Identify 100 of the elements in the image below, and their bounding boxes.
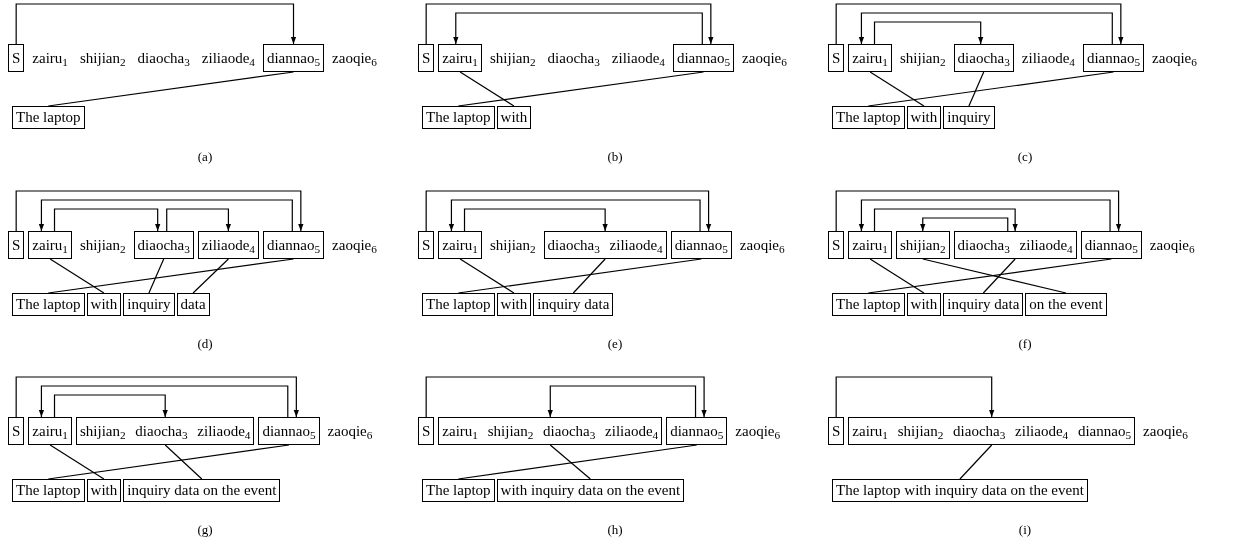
dependency-arrow bbox=[166, 208, 232, 232]
phrase-box: inquiry data bbox=[943, 293, 1024, 316]
alignment-line bbox=[922, 258, 1067, 294]
word-box: zairu$_{1}$ bbox=[438, 231, 482, 259]
word-box: diannao$_{5}$ bbox=[670, 231, 732, 259]
phrase-box: The laptop bbox=[12, 479, 85, 502]
dependency-arrow bbox=[15, 190, 304, 232]
phrase-box: data bbox=[176, 293, 210, 316]
word-box: diaocha$_{3}$ ziliaode$_{4}$ bbox=[543, 231, 667, 259]
dependency-arrow bbox=[835, 3, 1124, 45]
word-box: S bbox=[8, 44, 25, 72]
phrase-box: The laptop with inquiry data on the event bbox=[832, 479, 1088, 502]
panel-caption: (d) bbox=[196, 335, 214, 353]
phrase-box: with inquiry data on the event bbox=[496, 479, 685, 502]
word-box: zairu$_{1}$ shijian$_{2}$ diaocha$_{3}$ ziliaode$_{4}$ diannao$_{5}$ bbox=[848, 417, 1136, 445]
word-box: zairu$_{1}$ bbox=[438, 44, 482, 72]
word-box: S bbox=[828, 417, 845, 445]
word: ziliaode$_{4}$ bbox=[1020, 48, 1076, 70]
dependency-arrow bbox=[425, 190, 712, 232]
alignment-line bbox=[148, 258, 165, 294]
alignment-line bbox=[869, 71, 925, 107]
word-box: zairu$_{1}$ bbox=[28, 231, 72, 259]
alignment-line bbox=[968, 71, 985, 107]
word-box: S bbox=[418, 44, 435, 72]
word-box: diannao$_{5}$ bbox=[666, 417, 728, 445]
word: shijian$_{2}$ bbox=[78, 235, 127, 257]
dependency-arrow bbox=[835, 376, 995, 418]
alignment-line bbox=[959, 444, 993, 480]
word-box: diannao$_{5}$ bbox=[1082, 44, 1145, 72]
dependency-arrow bbox=[547, 385, 697, 418]
word-box: S bbox=[828, 44, 845, 72]
dependency-arrow bbox=[463, 208, 608, 232]
word: zaoqie$_{6}$ bbox=[1148, 235, 1196, 257]
word-box: S bbox=[8, 231, 25, 259]
phrase-box: The laptop bbox=[12, 106, 85, 129]
alignment-line bbox=[192, 258, 229, 294]
word: zaoqie$_{6}$ bbox=[734, 421, 782, 443]
word: shijian$_{2}$ bbox=[488, 235, 537, 257]
alignment-line bbox=[549, 444, 591, 480]
dependency-arrow bbox=[858, 199, 1111, 232]
alignment-line bbox=[164, 444, 203, 480]
word-box: S bbox=[418, 231, 435, 259]
word-box: S bbox=[828, 231, 845, 259]
word-box: zairu$_{1}$ shijian$_{2}$ diaocha$_{3}$ ziliaode$_{4}$ bbox=[438, 417, 663, 445]
word: shijian$_{2}$ bbox=[78, 48, 127, 70]
word: zaoqie$_{6}$ bbox=[331, 235, 378, 257]
dependency-arrow bbox=[38, 385, 289, 418]
word-box: S bbox=[8, 417, 25, 445]
phrase-box: with bbox=[496, 106, 532, 129]
phrase-box: with bbox=[86, 293, 122, 316]
dependency-arrow bbox=[835, 190, 1122, 232]
dependency-arrow bbox=[873, 208, 1018, 232]
phrase-box: with bbox=[496, 293, 532, 316]
dependency-arrow bbox=[448, 199, 701, 232]
word: shijian$_{2}$ bbox=[898, 48, 947, 70]
phrase-box: The laptop bbox=[422, 293, 495, 316]
dependency-arrow bbox=[453, 12, 703, 45]
word: ziliaode$_{4}$ bbox=[610, 48, 666, 70]
phrase-box: with bbox=[86, 479, 122, 502]
word: zaoqie$_{6}$ bbox=[1151, 48, 1198, 70]
panel-caption: (a) bbox=[196, 148, 214, 166]
word-box: diaocha$_{3}$ ziliaode$_{4}$ bbox=[953, 231, 1077, 259]
phrase-box: inquiry bbox=[123, 293, 175, 316]
dependency-arrow bbox=[53, 394, 168, 418]
dependency-arrow bbox=[873, 21, 984, 45]
alignment-line bbox=[982, 258, 1016, 294]
word: shijian$_{2}$ bbox=[488, 48, 537, 70]
word: diaocha$_{3}$ bbox=[136, 48, 191, 70]
word: zaoqie$_{6}$ bbox=[738, 235, 786, 257]
dependency-arrow bbox=[425, 376, 707, 418]
phrase-box: with bbox=[906, 293, 942, 316]
word-box: ziliaode$_{4}$ bbox=[197, 231, 259, 259]
panel-caption: (b) bbox=[606, 148, 624, 166]
alignment-line bbox=[869, 258, 925, 294]
alignment-line bbox=[49, 258, 105, 294]
panel-caption: (e) bbox=[606, 335, 624, 353]
word: zaoqie$_{6}$ bbox=[741, 48, 788, 70]
word: zaoqie$_{6}$ bbox=[326, 421, 374, 443]
phrase-box: The laptop bbox=[832, 106, 905, 129]
alignment-line bbox=[459, 71, 515, 107]
panel-caption: (c) bbox=[1016, 148, 1034, 166]
word: zaoqie$_{6}$ bbox=[1142, 421, 1189, 443]
dependency-arrow bbox=[858, 12, 1113, 45]
dependency-arrow bbox=[425, 3, 714, 45]
phrase-box: The laptop bbox=[832, 293, 905, 316]
word: ziliaode$_{4}$ bbox=[200, 48, 256, 70]
word-box: zairu$_{1}$ bbox=[28, 417, 72, 445]
phrase-box: The laptop bbox=[422, 479, 495, 502]
phrase-box: on the event bbox=[1025, 293, 1107, 316]
word: zaoqie$_{6}$ bbox=[331, 48, 378, 70]
alignment-line bbox=[459, 258, 515, 294]
word-box: diannao$_{5}$ bbox=[672, 44, 735, 72]
panel-caption: (g) bbox=[196, 521, 214, 539]
word-box: shijian$_{2}$ bbox=[895, 231, 950, 259]
word-box: shijian$_{2}$ diaocha$_{3}$ ziliaode$_{4}$ bbox=[75, 417, 255, 445]
word-box: zairu$_{1}$ bbox=[848, 231, 892, 259]
dependency-arrow bbox=[15, 3, 297, 45]
word-box: zairu$_{1}$ bbox=[848, 44, 892, 72]
word-box: diannao$_{5}$ bbox=[262, 44, 325, 72]
word-box: diannao$_{5}$ bbox=[262, 231, 325, 259]
